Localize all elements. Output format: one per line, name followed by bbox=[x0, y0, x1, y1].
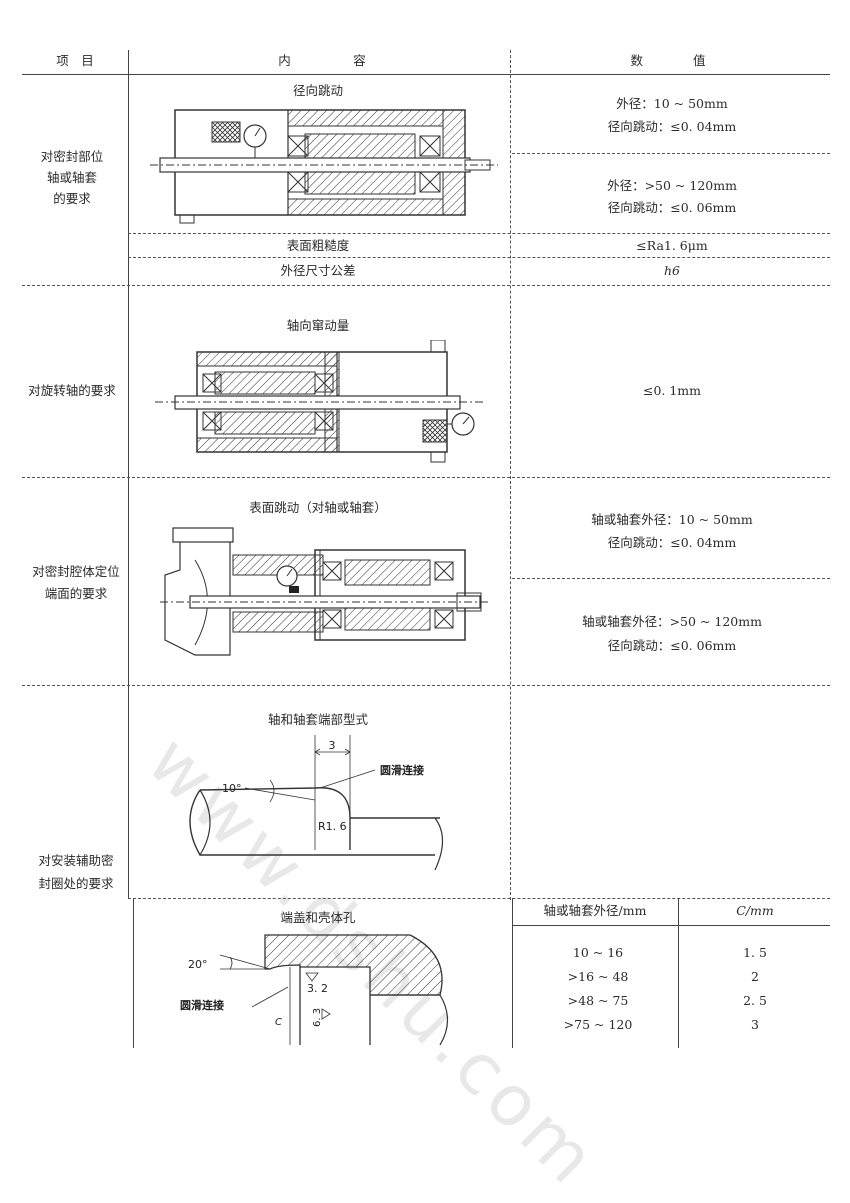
radial-runout-diagram bbox=[150, 109, 498, 224]
col-divider-1 bbox=[128, 50, 129, 898]
inner-table-header-rule bbox=[512, 925, 830, 926]
cover-bore-diagram: 20° 3. 2 6. 3 圆滑连接 C bbox=[180, 934, 449, 1046]
inner-table-row3-od: >48 ~ 75 bbox=[567, 993, 629, 1008]
shaft-end-title: 轴和轴套端部型式 bbox=[267, 712, 369, 727]
col-divider-2b bbox=[512, 898, 513, 1048]
row1-value-a2: 径向跳动：≤0. 04mm bbox=[607, 119, 737, 134]
inner-table-row2-od: >16 ~ 48 bbox=[567, 969, 629, 984]
inner-table-row4-c: 3 bbox=[751, 1017, 759, 1032]
face-runout-title: 表面跳动（对轴或轴套） bbox=[249, 500, 387, 515]
tolerance-value: h6 bbox=[663, 263, 681, 278]
tolerance-label: 外径尺寸公差 bbox=[280, 263, 356, 278]
roughness-label: 表面粗糙度 bbox=[286, 238, 350, 253]
angle-10-text: 10° bbox=[222, 782, 242, 795]
rough-32-text: 3. 2 bbox=[307, 982, 328, 995]
row3-value-b1: 轴或轴套外径：>50 ~ 120mm bbox=[582, 614, 762, 629]
row2-item: 对旋转轴的要求 bbox=[28, 383, 116, 398]
row4-split bbox=[128, 898, 830, 899]
smooth-join-a-text: 圆滑连接 bbox=[380, 763, 424, 777]
angle-20-text: 20° bbox=[188, 958, 208, 971]
row4-top bbox=[22, 685, 830, 686]
row2-value: ≤0. 1mm bbox=[642, 383, 702, 398]
roughness-top bbox=[128, 233, 830, 234]
inner-table-divider bbox=[678, 898, 679, 1048]
dim-c-text: C bbox=[275, 1017, 282, 1028]
inner-table-row4-od: >75 ~ 120 bbox=[563, 1017, 633, 1032]
row3-item-line1: 对密封腔体定位 bbox=[32, 564, 120, 579]
row2-top bbox=[22, 285, 830, 286]
inner-table-row1-od: 10 ~ 16 bbox=[572, 945, 624, 960]
header-content: 内 容 bbox=[278, 53, 366, 68]
row4-item-line1: 对安装辅助密 bbox=[38, 853, 114, 868]
inner-table-row3-c: 2. 5 bbox=[743, 993, 767, 1008]
col-divider-2 bbox=[510, 50, 511, 900]
row3-value-b2: 径向跳动：≤0. 06mm bbox=[607, 638, 737, 653]
header-item: 项 目 bbox=[56, 53, 94, 68]
row1-value-b1: 外径：>50 ~ 120mm bbox=[607, 178, 737, 193]
rough-63-text: 6. 3 bbox=[312, 1008, 323, 1027]
inner-table-header-od: 轴或轴套外径/mm bbox=[543, 903, 647, 918]
table-top-rule bbox=[22, 74, 830, 75]
face-runout-diagram bbox=[160, 527, 490, 656]
radius-text: R1. 6 bbox=[318, 820, 347, 833]
radial-runout-title: 径向跳动 bbox=[292, 83, 344, 98]
tolerance-top bbox=[128, 257, 830, 258]
row3-value-a2: 径向跳动：≤0. 04mm bbox=[607, 535, 737, 550]
row1-split bbox=[512, 153, 830, 154]
row1-item-line2: 轴或轴套 bbox=[46, 170, 98, 185]
axial-float-diagram bbox=[155, 340, 485, 463]
header-value: 数 值 bbox=[630, 53, 706, 68]
row3-value-a1: 轴或轴套外径：10 ~ 50mm bbox=[591, 512, 753, 527]
row3-split bbox=[512, 578, 830, 579]
inner-table-header-c: C/mm bbox=[736, 903, 774, 918]
row4-item-line2: 封圈处的要求 bbox=[38, 876, 114, 891]
shaft-end-diagram: 3 10° 圆滑连接 R1. 6 bbox=[189, 735, 444, 871]
row1-item-line3: 的要求 bbox=[53, 191, 91, 206]
row3-top bbox=[22, 477, 830, 478]
col-divider-1b bbox=[133, 898, 134, 1048]
dim-3-text: 3 bbox=[329, 739, 336, 752]
row1-item-line1: 对密封部位 bbox=[40, 149, 104, 164]
row1-value-b2: 径向跳动：≤0. 06mm bbox=[607, 200, 737, 215]
inner-table-row1-c: 1. 5 bbox=[743, 945, 767, 960]
row1-value-a1: 外径：10 ~ 50mm bbox=[616, 96, 728, 111]
inner-table-row2-c: 2 bbox=[751, 969, 759, 984]
axial-float-title: 轴向窜动量 bbox=[286, 318, 350, 333]
cover-bore-title: 端盖和壳体孔 bbox=[280, 910, 356, 925]
roughness-value: ≤Ra1. 6μm bbox=[636, 238, 708, 253]
row3-item-line2: 端面的要求 bbox=[44, 586, 108, 601]
smooth-join-b-text: 圆滑连接 bbox=[180, 998, 224, 1012]
